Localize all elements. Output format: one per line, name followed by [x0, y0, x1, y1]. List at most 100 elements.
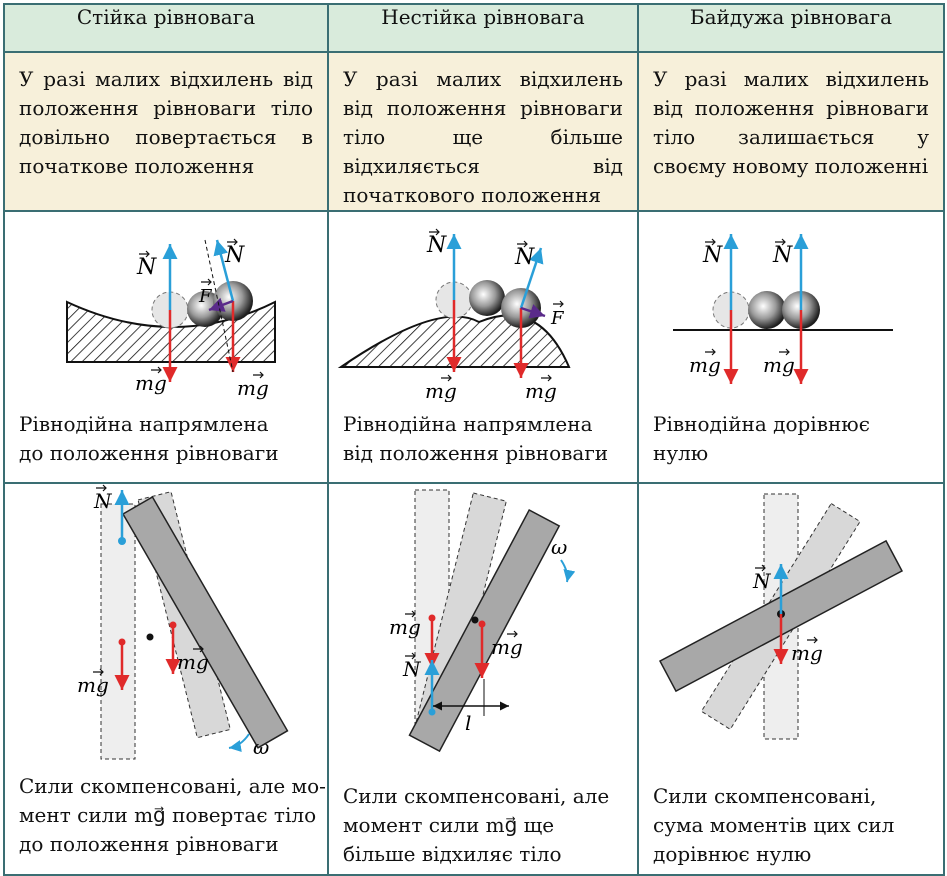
header-indifferent: Байдужа рівновага	[637, 3, 945, 53]
dashed-guide	[204, 239, 234, 373]
header-row: Стійка рівновага Нестійка рівновага Байд…	[3, 3, 945, 53]
caption-moment-unstable-line-3: більше відхиляє тіло	[343, 842, 562, 866]
label-normal-1: N	[426, 233, 447, 258]
label-force: F	[198, 286, 213, 307]
moment-indifferent-cell: N mg Сили скомпенсовані, сума моментів ц…	[637, 482, 945, 876]
description-unstable-cell: У разі малих відхилень від положення рів…	[327, 51, 639, 212]
caption-resultant-unstable: Рівнодійна напрямлена від положення рівн…	[343, 410, 608, 468]
label-normal-2: N	[772, 243, 793, 268]
description-indifferent-cell: У разі малих відхилень від положення рів…	[637, 51, 945, 212]
normal-arrow-2	[519, 247, 544, 309]
unstable-rod-diagram: ω mg mg N l	[389, 489, 576, 753]
label-arm: l	[465, 711, 471, 735]
vector-mark	[96, 484, 107, 492]
label-gravity-1: mg	[389, 615, 421, 639]
center-of-mass	[146, 633, 154, 641]
label-normal-2: N	[514, 245, 535, 270]
vector-mark	[253, 371, 264, 379]
label-gravity-2: mg	[237, 376, 269, 400]
label-normal: N	[93, 489, 113, 513]
label-gravity-2: mg	[177, 650, 209, 674]
label-normal: N	[402, 657, 422, 681]
label-gravity-1: mg	[135, 371, 167, 395]
vector-mark	[507, 630, 518, 638]
vector-mark	[151, 366, 162, 374]
description-stable: У разі малих відхилень від положення рів…	[19, 67, 313, 178]
vector-mark	[405, 610, 416, 618]
stable-rod-diagram: N mg mg ω	[77, 484, 289, 760]
caption-stable-line-2: до положення рівноваги	[19, 441, 279, 465]
equilibrium-table: Стійка рівновага Нестійка рівновага Байд…	[3, 3, 945, 876]
label-gravity-1: mg	[689, 353, 721, 377]
label-gravity: mg	[791, 641, 823, 665]
label-gravity-2: mg	[763, 353, 795, 377]
vector-mark	[405, 652, 416, 660]
vector-mark	[429, 228, 440, 236]
unstable-ball-diagram: N N F mg mg	[337, 228, 571, 402]
caption-resultant-indifferent: Рівнодійна дорівнює нулю	[653, 410, 870, 468]
header-stable: Стійка рівновага	[3, 3, 329, 53]
label-gravity-2: mg	[525, 379, 557, 402]
moment-row: N mg mg ω Сили скомпенсовані, але мо- ме…	[3, 482, 945, 876]
label-normal-2: N	[224, 243, 245, 268]
vector-mark	[705, 238, 716, 246]
label-normal: N	[752, 569, 772, 593]
caption-moment-stable-line-2: мент сили mg⃗ повертає тіло	[19, 803, 317, 827]
header-unstable: Нестійка рівновага	[327, 3, 639, 53]
vector-mark	[193, 645, 204, 653]
ball-middle	[469, 280, 505, 316]
vector-mark	[139, 250, 150, 258]
label-normal-1: N	[136, 255, 157, 280]
vector-mark	[201, 278, 212, 286]
indifferent-rod-diagram: N mg	[658, 493, 904, 740]
rod-initial	[100, 503, 136, 760]
label-gravity-1: mg	[77, 673, 109, 697]
caption-moment-indifferent-line-1: Сили скомпенсовані,	[653, 784, 877, 808]
caption-moment-indifferent-line-2: сума моментів цих сил	[653, 813, 895, 837]
label-force: F	[550, 308, 565, 329]
vector-mark	[227, 238, 238, 246]
caption-moment-indifferent-line-3: дорівнює нулю	[653, 842, 812, 866]
caption-moment-stable: Сили скомпенсовані, але мо- мент сили mg…	[19, 772, 326, 859]
moment-unstable-cell: ω mg mg N l Сили скомпенсовані, але моме…	[327, 482, 639, 876]
resultant-unstable-cell: N N F mg mg Рівнодійна напрямлена від по…	[327, 210, 639, 484]
caption-moment-stable-line-3: до положення рівноваги	[19, 832, 279, 856]
caption-stable-line-1: Рівнодійна напрямлена	[19, 412, 269, 436]
resultant-stable-cell: N N F mg mg Рівнодійна напрямлена до пол…	[3, 210, 329, 484]
label-omega: ω	[253, 735, 269, 759]
caption-moment-unstable: Сили скомпенсовані, але момент сили mg⃗ …	[343, 782, 609, 869]
caption-unstable-line-2: від положення рівноваги	[343, 441, 609, 465]
label-normal-1: N	[702, 243, 723, 268]
caption-indifferent-line-1: Рівнодійна дорівнює	[653, 412, 870, 436]
description-unstable: У разі малих відхилень від положення рів…	[343, 67, 623, 207]
label-gravity-2: mg	[491, 635, 523, 659]
description-indifferent: У разі малих відхилень від положення рів…	[653, 67, 929, 178]
resultant-indifferent-cell: N N mg mg Рівнодійна дорівнює нулю	[637, 210, 945, 484]
moment-stable-cell: N mg mg ω Сили скомпенсовані, але мо- ме…	[3, 482, 329, 876]
vector-mark	[517, 240, 528, 248]
resultant-row: N N F mg mg Рівнодійна напрямлена до пол…	[3, 210, 945, 484]
vector-mark	[755, 564, 766, 572]
caption-resultant-stable: Рівнодійна напрямлена до положення рівно…	[19, 410, 279, 468]
caption-indifferent-line-2: нулю	[653, 441, 709, 465]
label-gravity-1: mg	[425, 379, 457, 402]
description-stable-cell: У разі малих відхилень від положення рів…	[3, 51, 329, 212]
vector-mark	[93, 668, 104, 676]
caption-moment-unstable-line-1: Сили скомпенсовані, але	[343, 784, 610, 808]
vector-mark	[807, 636, 818, 644]
caption-moment-unstable-line-2: момент сили mg⃗ ще	[343, 813, 555, 837]
vector-mark	[779, 348, 790, 356]
rod-displaced	[408, 508, 561, 753]
rotation-arrow	[560, 559, 576, 583]
stable-ball-diagram: N N F mg mg	[66, 238, 276, 400]
ball-middle	[748, 291, 786, 329]
label-omega: ω	[551, 535, 567, 559]
vector-mark	[441, 374, 452, 382]
indifferent-ball-diagram: N N mg mg	[673, 234, 893, 384]
caption-unstable-line-1: Рівнодійна напрямлена	[343, 412, 593, 436]
resultant-arrow	[520, 304, 546, 319]
caption-moment-indifferent: Сили скомпенсовані, сума моментів цих си…	[653, 782, 894, 869]
description-row: У разі малих відхилень від положення рів…	[3, 51, 945, 212]
rod-displaced	[121, 495, 289, 749]
vector-mark	[705, 348, 716, 356]
